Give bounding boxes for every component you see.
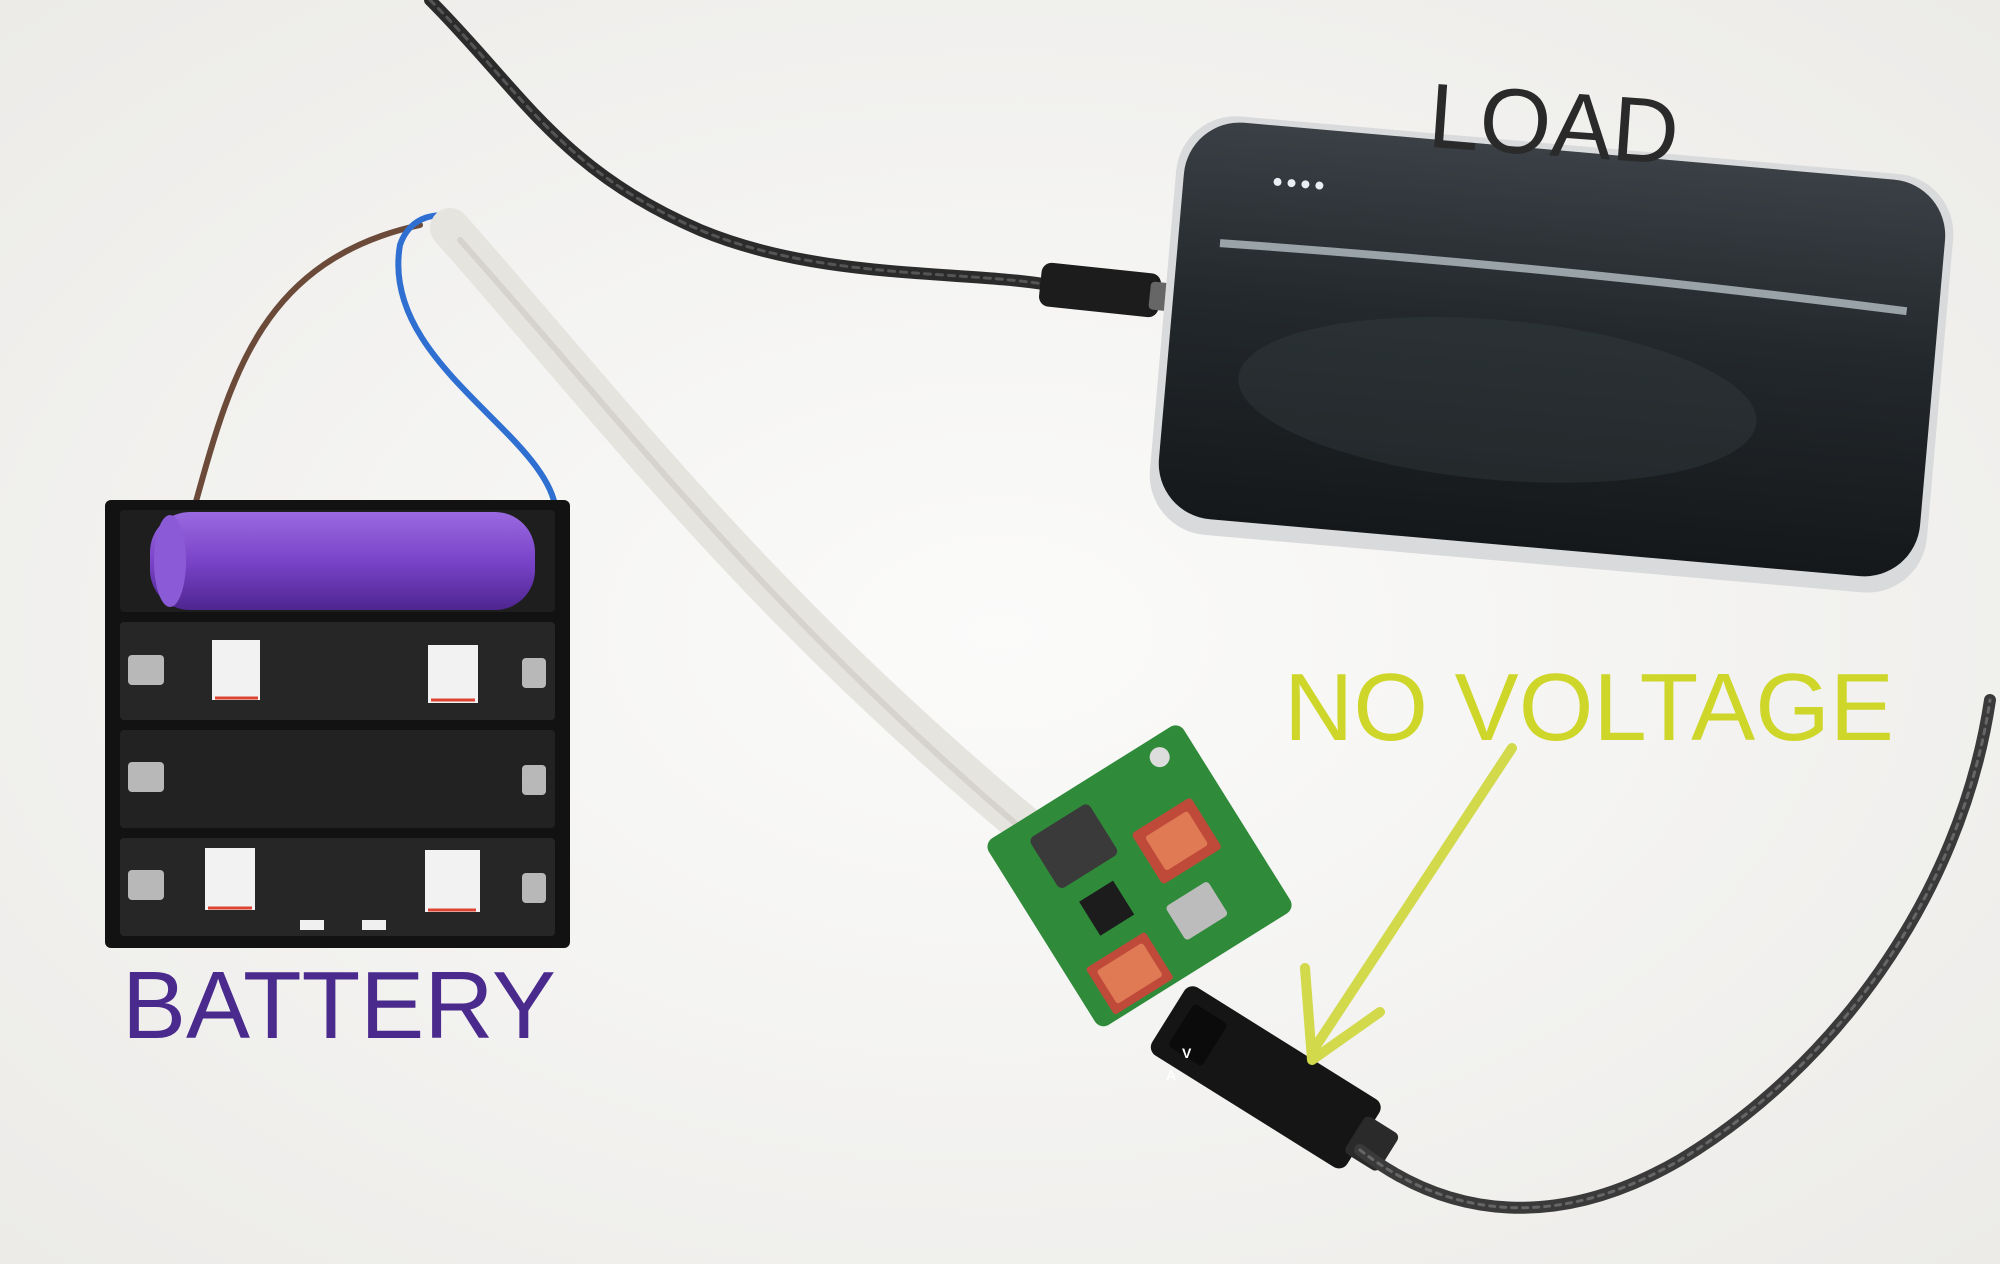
pcb-module [987,725,1292,1027]
usb-meter [1150,986,1399,1171]
blue-wire [395,212,558,508]
power-bank [1149,116,1954,593]
meter-v-text: V [1182,1045,1192,1061]
usb-c-plug [1039,262,1161,318]
battery-label: BATTERY [122,952,556,1059]
battery-cell [150,512,535,610]
load-label: LOAD [1425,65,1683,185]
meter-display-text: V A [1166,1045,1192,1083]
arrow-icon [1300,743,1517,1065]
top-usb-cable-highlight [428,0,1052,287]
meter-a-text: A [1166,1067,1176,1083]
brown-wire [192,222,423,508]
battery-holder [105,500,570,948]
no-voltage-label: NO VOLTAGE [1284,654,1894,761]
right-usb-cable-highlight [1358,698,1992,1210]
white-sleeve-shadow [457,237,1069,869]
